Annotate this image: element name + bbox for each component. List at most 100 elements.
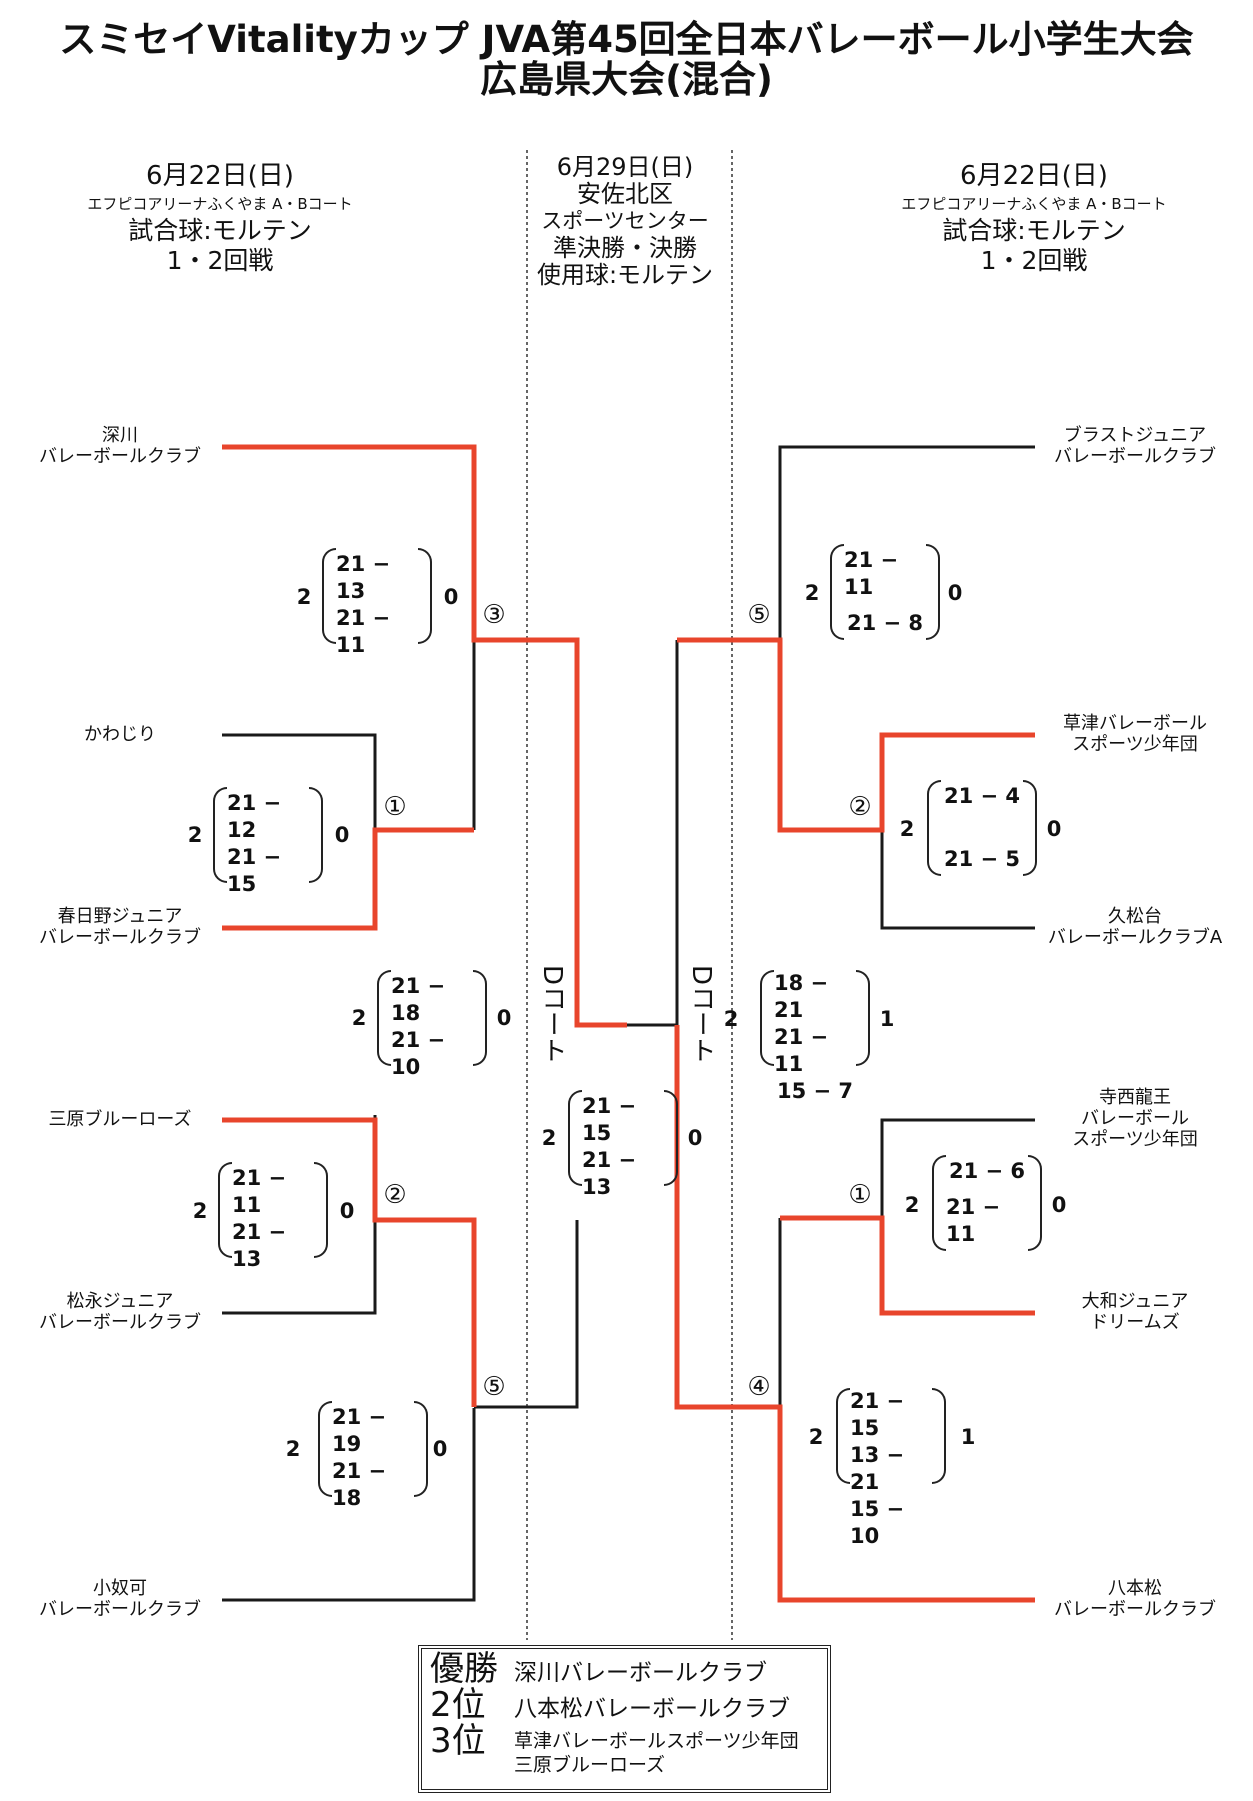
result-third: 3位 草津バレーボールスポーツ少年団 三原ブルーローズ bbox=[430, 1723, 799, 1777]
center-header-rounds: 準決勝・決勝 bbox=[553, 234, 697, 262]
line-kusatsu-path bbox=[677, 637, 1035, 833]
set-score: 21 − 11 bbox=[232, 1166, 287, 1217]
bracket-close bbox=[473, 970, 487, 1066]
line-hachihonmatsu-path bbox=[674, 1025, 1035, 1603]
team-name-sub: ドリームズ bbox=[1090, 1312, 1180, 1333]
round-mark-l1: ① bbox=[383, 792, 407, 822]
bracket-open bbox=[932, 1155, 946, 1251]
set-score: 21 − 10 bbox=[391, 1028, 446, 1079]
team-right-6: 八本松 バレーボールクラブ bbox=[1035, 1578, 1235, 1620]
bracket-open bbox=[830, 544, 844, 640]
team-left-2: かわじり bbox=[20, 724, 220, 745]
score-l-semi-w: 2 bbox=[351, 1006, 367, 1030]
bracket-close bbox=[309, 787, 323, 883]
line-blast bbox=[778, 445, 1035, 640]
team-left-6: 小奴可 バレーボールクラブ bbox=[20, 1578, 220, 1620]
bracket-open bbox=[836, 1388, 850, 1484]
line-l5-upper bbox=[474, 1220, 579, 1409]
set-score: 21 − 11 bbox=[946, 1195, 1001, 1246]
bracket-open bbox=[318, 1401, 332, 1497]
team-left-3: 春日野ジュニア バレーボールクラブ bbox=[20, 906, 220, 948]
center-header-ball: 使用球:モルテン bbox=[536, 261, 714, 289]
round-mark-l5: ⑤ bbox=[482, 1372, 506, 1402]
team-name: 三原ブルーローズ bbox=[48, 1109, 192, 1130]
left-header-rounds: 1・2回戦 bbox=[166, 246, 274, 275]
court-label-left: Dコート bbox=[537, 965, 567, 1064]
team-left-4: 三原ブルーローズ bbox=[20, 1109, 220, 1130]
set-score: 21 − 18 bbox=[391, 974, 446, 1025]
line-hisamatsudai bbox=[880, 830, 1035, 930]
right-header: 6月22日(日) エフピコアリーナふくやま A・Bコート 試合球:モルテン 1・… bbox=[854, 160, 1214, 276]
round-mark-r4: ④ bbox=[747, 1372, 771, 1402]
bracket-close bbox=[856, 970, 870, 1066]
round-mark-l2: ② bbox=[383, 1180, 407, 1210]
set-score: 15 − 7 bbox=[776, 1079, 854, 1103]
score-l-r1-bot-l: 0 bbox=[339, 1199, 355, 1223]
team-name: かわじり bbox=[84, 724, 156, 745]
team-left-5: 松永ジュニア バレーボールクラブ bbox=[20, 1291, 220, 1333]
score-r-qf-bot-w: 2 bbox=[808, 1425, 824, 1449]
bracket-open bbox=[377, 970, 391, 1066]
bracket-open bbox=[927, 780, 941, 876]
team-name-sub: バレーボールクラブ bbox=[39, 446, 201, 467]
bracket-open bbox=[322, 548, 336, 644]
score-r-semi-w: 2 bbox=[723, 1007, 739, 1031]
round-mark-r5: ⑤ bbox=[747, 600, 771, 630]
result-second-name: 八本松バレーボールクラブ bbox=[514, 1696, 790, 1722]
set-score: 21 − 11 bbox=[774, 1025, 829, 1076]
team-name-sub: バレーボールクラブ bbox=[39, 1599, 201, 1620]
set-score: 15 − 10 bbox=[850, 1497, 905, 1548]
line-mihara bbox=[222, 1117, 477, 1407]
center-header: 6月29日(日) 安佐北区 スポーツセンター 準決勝・決勝 使用球:モルテン bbox=[515, 154, 735, 289]
score-r-qf-bot-l: 1 bbox=[960, 1425, 976, 1449]
line-kawajiri bbox=[222, 733, 377, 830]
score-r-qf-top-l: 0 bbox=[947, 581, 963, 605]
set-score: 21 − 11 bbox=[844, 548, 899, 599]
set-score: 21 − 18 bbox=[332, 1459, 387, 1510]
score-r-r1-bot-l: 0 bbox=[1051, 1193, 1067, 1217]
line-teranishi bbox=[880, 1118, 1035, 1218]
score-l-semi-l: 0 bbox=[496, 1006, 512, 1030]
score-r-r1-bot-w: 2 bbox=[904, 1193, 920, 1217]
bracket-close bbox=[418, 548, 432, 644]
score-l-r1-top-w: 2 bbox=[187, 823, 203, 847]
set-score: 21 − 19 bbox=[332, 1405, 387, 1456]
team-name: 八本松 bbox=[1108, 1578, 1162, 1599]
team-name: 松永ジュニア bbox=[66, 1291, 174, 1312]
set-score: 18 − 21 bbox=[774, 971, 829, 1022]
set-score: 21 − 13 bbox=[336, 552, 391, 603]
result-third-name-2: 三原ブルーローズ bbox=[514, 1754, 666, 1776]
team-name-sub: スポーツ少年団 bbox=[1072, 734, 1198, 755]
score-l-qf-bot-l: 0 bbox=[432, 1437, 448, 1461]
team-name-sub: バレーボールクラブ bbox=[1054, 1599, 1216, 1620]
score-r-semi-l: 1 bbox=[879, 1007, 895, 1031]
result-first-name: 深川バレーボールクラブ bbox=[514, 1660, 767, 1686]
right-header-rounds: 1・2回戦 bbox=[980, 246, 1088, 275]
result-second-label: 2位 bbox=[430, 1685, 486, 1725]
set-score: 21 − 13 bbox=[582, 1148, 637, 1199]
bracket-open bbox=[213, 787, 227, 883]
bracket-open bbox=[218, 1162, 232, 1258]
team-name: 草津バレーボール bbox=[1063, 713, 1207, 734]
bracket-close bbox=[926, 544, 940, 640]
bracket-close bbox=[664, 1090, 678, 1186]
left-header-ball: 試合球:モルテン bbox=[128, 216, 312, 245]
title-line2: 広島県大会(混合) bbox=[480, 58, 773, 101]
center-header-venue1: 安佐北区 bbox=[577, 180, 673, 208]
set-score: 21 − 4 bbox=[943, 784, 1021, 808]
left-header-date: 6月22日(日) bbox=[146, 161, 294, 191]
bracket-close bbox=[1028, 1155, 1042, 1251]
set-score: 21 − 11 bbox=[336, 606, 391, 657]
team-name-sub: バレーボールクラブA bbox=[1047, 927, 1223, 948]
team-name-sub: バレーボールクラブ bbox=[39, 1312, 201, 1333]
set-score: 21 − 15 bbox=[850, 1389, 905, 1440]
bracket-close bbox=[414, 1401, 428, 1497]
right-header-date: 6月22日(日) bbox=[960, 161, 1108, 191]
score-r-r1-top-w: 2 bbox=[899, 817, 915, 841]
